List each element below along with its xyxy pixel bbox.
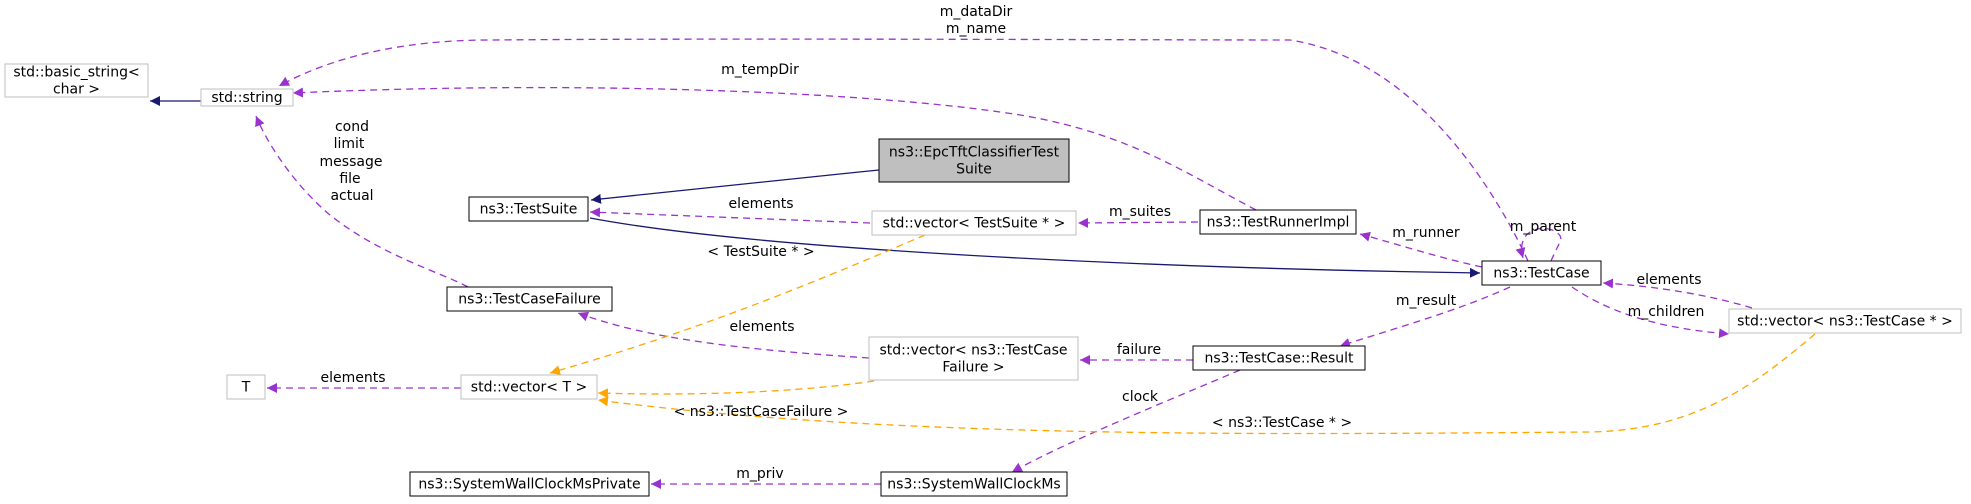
node-box — [4, 63, 149, 98]
e-failure-string-label: cond — [335, 119, 369, 135]
e-vectc-vecT-label: < ns3::TestCase * > — [1212, 415, 1352, 431]
node-box — [1481, 260, 1602, 286]
node-label: std::vector< ns3::TestCase * > — [1737, 314, 1953, 330]
e-result-sysclock-label: clock — [1122, 389, 1159, 405]
e-vecT-T-label: elements — [320, 370, 385, 386]
e-vecfailure-tcfailure-label: elements — [729, 319, 794, 335]
e-testcase-self-label: m_parent — [1510, 219, 1577, 235]
e-testcase-string-label: m_name — [946, 21, 1006, 37]
nodes-layer: std::basic_string<char >std::stringns3::… — [4, 63, 1962, 497]
node-box — [1199, 209, 1357, 235]
node-runnerimpl[interactable]: ns3::TestRunnerImpl — [1199, 209, 1357, 235]
node-sysclock[interactable]: ns3::SystemWallClockMs — [880, 471, 1068, 497]
node-label: ns3::TestSuite — [480, 202, 578, 218]
e-runner-string-label: m_tempDir — [721, 62, 799, 78]
node-box — [460, 374, 598, 400]
e-vectc-testcase-edge — [1602, 278, 1753, 309]
node-box — [226, 374, 266, 400]
node-result[interactable]: ns3::TestCase::Result — [1192, 345, 1366, 371]
e-vecsuite-testsuite-edge — [589, 207, 871, 224]
e-testcase-result-edge — [1339, 286, 1511, 348]
edges-layer — [150, 38, 1816, 489]
e-testcase-self-edge — [1515, 227, 1562, 262]
e-failure-string-edge — [255, 115, 469, 288]
e-vecsuite-testsuite-label: elements — [728, 196, 793, 212]
node-label: ns3::EpcTftClassifierTest — [889, 145, 1060, 161]
e-failure-string-label: message — [320, 154, 383, 170]
e-runner-vecsuite-label: m_suites — [1109, 204, 1171, 220]
node-vec-T[interactable]: std::vector< T > — [460, 374, 598, 400]
node-testsuite[interactable]: ns3::TestSuite — [468, 196, 589, 222]
e-vectc-testcase-label: elements — [1636, 272, 1701, 288]
node-box — [871, 210, 1077, 236]
e-result-vecfailure-label: failure — [1117, 342, 1161, 358]
node-label: Suite — [956, 162, 992, 178]
e-vecsuite-vecT-edge — [549, 234, 926, 376]
node-box — [878, 138, 1070, 183]
node-label: ns3::TestRunnerImpl — [1207, 215, 1350, 231]
e-testcase-runner-label: m_runner — [1392, 225, 1460, 241]
node-label: std::vector< ns3::TestCase — [879, 343, 1067, 359]
node-box — [200, 88, 294, 107]
e-sysclock-private-label: m_priv — [736, 466, 783, 482]
e-vecfailure-tcfailure-edge — [577, 311, 870, 359]
node-T[interactable]: T — [226, 374, 266, 400]
e-testsuite-testcase-edge — [589, 217, 1481, 278]
node-label: ns3::TestCase — [1493, 266, 1589, 282]
node-box — [468, 196, 589, 222]
node-label: std::vector< T > — [471, 380, 587, 396]
e-result-sysclock-edge — [1011, 369, 1241, 473]
node-box — [409, 471, 650, 497]
node-vec-failure[interactable]: std::vector< ns3::TestCaseFailure > — [868, 336, 1079, 381]
e-vecfailure-vecT-edge — [597, 380, 875, 399]
node-box — [880, 471, 1068, 497]
node-sysclock-private[interactable]: ns3::SystemWallClockMsPrivate — [409, 471, 650, 497]
node-label: std::basic_string< — [13, 65, 139, 81]
node-label: ns3::TestCaseFailure — [458, 292, 600, 308]
e-testcase-vectc-edge — [1571, 286, 1730, 339]
node-vec-testsuite[interactable]: std::vector< TestSuite * > — [871, 210, 1077, 236]
e-failure-string-label: actual — [330, 188, 373, 204]
node-label: ns3::SystemWallClockMsPrivate — [418, 477, 640, 493]
node-testcase[interactable]: ns3::TestCase — [1481, 260, 1602, 286]
node-vec-testcase[interactable]: std::vector< ns3::TestCase * > — [1728, 308, 1962, 334]
e-epc-testsuite-edge — [590, 169, 880, 204]
e-testcase-result-label: m_result — [1396, 293, 1457, 309]
e-testcase-runner-edge — [1359, 231, 1483, 268]
node-box — [1728, 308, 1962, 334]
e-testcase-string-label: m_dataDir — [940, 4, 1013, 20]
node-basic-string[interactable]: std::basic_string<char > — [4, 63, 149, 98]
e-failure-string-label: file — [339, 171, 360, 187]
e-failure-string-label: limit — [334, 136, 365, 152]
node-box — [868, 336, 1079, 381]
e-runner-vecsuite-edge — [1077, 217, 1199, 228]
e-testcase-vectc-label: m_children — [1628, 304, 1705, 320]
e-runner-string-edge — [292, 86, 1257, 211]
node-label: Failure > — [942, 360, 1004, 376]
node-label: char > — [53, 82, 100, 98]
node-tcfailure[interactable]: ns3::TestCaseFailure — [446, 286, 613, 312]
node-box — [1192, 345, 1366, 371]
node-label: ns3::SystemWallClockMs — [887, 477, 1060, 493]
e-vecfailure-vecT-label: < ns3::TestCaseFailure > — [674, 404, 849, 420]
node-label: T — [241, 380, 251, 396]
node-label: ns3::TestCase::Result — [1204, 351, 1354, 367]
node-label: std::string — [211, 90, 282, 106]
node-box — [446, 286, 613, 312]
e-vecsuite-vecT-label: < TestSuite * > — [707, 244, 814, 260]
e-testcase-string-edge — [278, 38, 1529, 262]
node-label: std::vector< TestSuite * > — [883, 216, 1066, 232]
node-string[interactable]: std::string — [200, 88, 294, 107]
